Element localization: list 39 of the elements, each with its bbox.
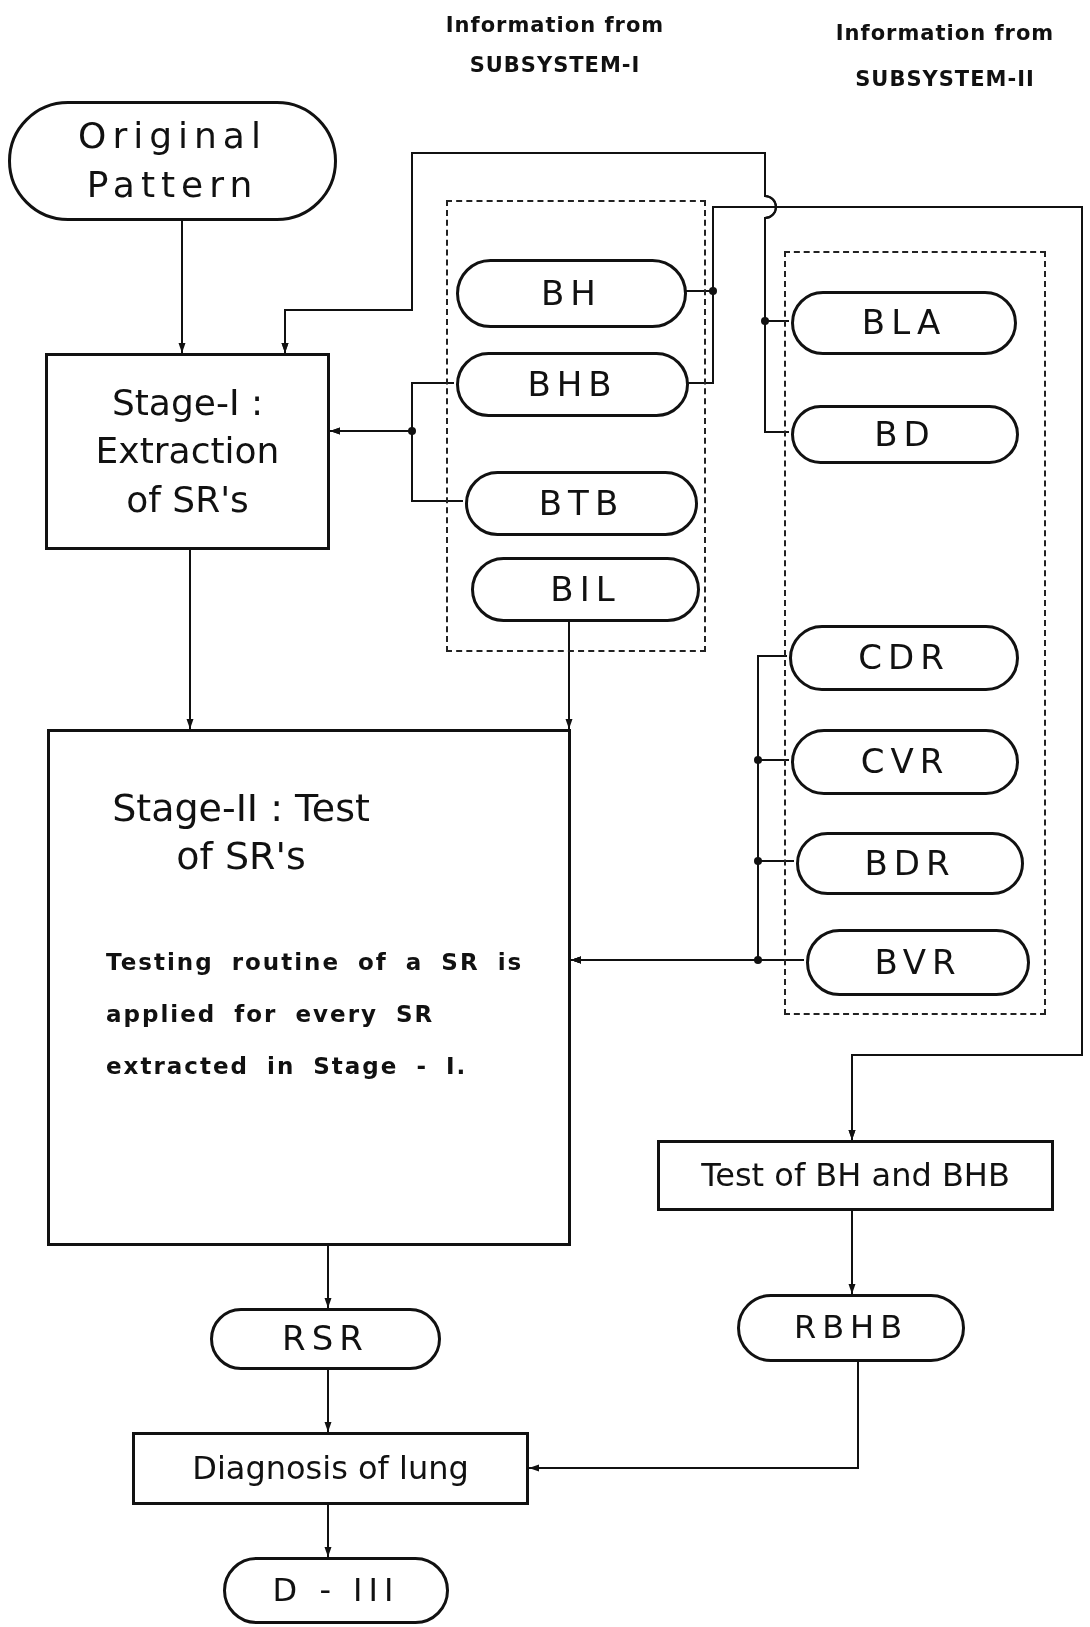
terminal-label: RBHB	[793, 1307, 909, 1349]
process-box	[657, 1140, 1054, 1211]
connector-arrow	[848, 1210, 856, 1295]
connector-arrow	[324, 1245, 332, 1309]
terminal-label: BIL	[550, 567, 621, 611]
stage-heading: Stage-II : Test of SR's	[111, 785, 371, 880]
terminal-label: BH	[541, 271, 602, 315]
terminal-label: BD	[874, 412, 936, 456]
connector-arrow	[281, 152, 790, 433]
terminal-node	[791, 291, 1017, 355]
connector-arrow	[528, 1361, 859, 1472]
terminal-label: D - III	[272, 1569, 400, 1611]
connector-arrow	[565, 619, 573, 730]
process-box	[47, 729, 571, 1246]
terminal-node	[791, 405, 1019, 464]
process-label: Diagnosis of lung	[192, 1447, 469, 1489]
process-box	[45, 353, 330, 550]
connector-arrow	[178, 220, 186, 354]
connector-arrow	[186, 549, 194, 730]
description-text: Testing routine of a SR is applied for every SR extracted in Stage - I.	[106, 948, 525, 1081]
terminal-label: BVR	[874, 940, 962, 984]
connector-arrow	[324, 1369, 332, 1433]
process-box	[132, 1432, 529, 1505]
terminal-label: BTB	[538, 481, 625, 525]
terminal-label: BLA	[861, 301, 947, 345]
terminal-label: RSR	[282, 1317, 369, 1361]
terminal-label: CVR	[860, 740, 950, 784]
dashed-group-box	[784, 251, 1046, 1015]
source-note: Information from SUBSYSTEM-I	[444, 12, 666, 79]
terminal-label: CDR	[858, 636, 950, 680]
terminal-label: BDR	[864, 841, 956, 885]
terminal-label: BHB	[527, 362, 618, 406]
source-note: Information from SUBSYSTEM-II	[834, 20, 1056, 93]
terminal-node	[789, 625, 1019, 691]
process-label: Test of BH and BHB	[701, 1154, 1010, 1196]
process-label: Stage-I : Extraction of SR's	[94, 380, 281, 522]
terminal-label: Original Pattern	[77, 114, 268, 207]
dashed-group-box	[446, 200, 706, 652]
connector-arrow	[324, 1504, 332, 1558]
